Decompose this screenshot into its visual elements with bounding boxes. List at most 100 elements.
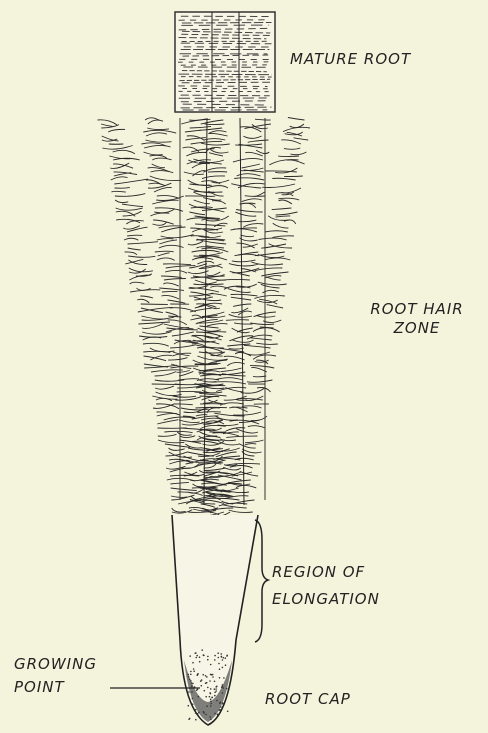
root-hair (273, 223, 289, 228)
root-hair (233, 229, 257, 232)
root-hair (196, 415, 208, 416)
root-hair (216, 452, 237, 457)
root-cap-stipple (192, 683, 194, 685)
root-hair (152, 158, 171, 160)
root-hair (245, 440, 264, 443)
root-hair (190, 308, 212, 312)
root-hair (199, 393, 226, 396)
root-hair (201, 418, 221, 420)
root-cap-stipple (209, 692, 211, 694)
root-cap-stipple (188, 691, 190, 693)
root-hair (111, 191, 126, 192)
root-hair (213, 433, 239, 436)
root-hair (115, 194, 145, 197)
root-hair (206, 352, 223, 357)
root-cap-stipple (189, 718, 191, 720)
root-cap-stipple (190, 671, 192, 673)
root-hair (168, 320, 187, 325)
growing-point-label: GROWING POINT (14, 655, 97, 697)
root-hair (179, 420, 200, 423)
root-hair (275, 168, 297, 173)
root-cap-stipple (201, 649, 203, 651)
root-cap-stipple (214, 655, 216, 657)
mature-root-block (175, 12, 275, 112)
root-hair (284, 220, 296, 224)
root-hair (288, 118, 305, 121)
root-cap-stipple (216, 686, 218, 688)
root-hair (144, 356, 167, 361)
root-hair (153, 222, 167, 226)
root-hair (129, 268, 153, 272)
root-hair (102, 146, 132, 150)
root-hair (170, 345, 196, 348)
root-hair (209, 498, 239, 500)
root-hair (240, 238, 258, 241)
root-hair (194, 191, 223, 192)
root-hair (114, 179, 148, 184)
root-hair (101, 124, 113, 126)
root-cap-stipple (222, 684, 224, 686)
root-hair (226, 320, 249, 321)
root-tip (172, 515, 258, 725)
root-cap-stipple (198, 696, 200, 698)
root-hair (157, 413, 177, 416)
root-cap-stipple (212, 697, 214, 699)
root-cap-stipple (217, 652, 219, 654)
root-hair (127, 235, 142, 236)
root-hair (124, 238, 138, 240)
root-cap-stipple (191, 685, 193, 687)
root-hair (254, 295, 285, 298)
root-cap-stipple (209, 680, 211, 682)
root-hair (98, 120, 117, 125)
root-hair (147, 128, 169, 130)
root-cap-stipple (209, 716, 211, 718)
root-hair (276, 212, 298, 215)
root-hair (182, 423, 204, 425)
root-hair (245, 196, 265, 197)
root-hair (155, 386, 174, 389)
root-hair (171, 496, 187, 497)
root-hair (161, 235, 194, 238)
root-hair-zone-line1: ROOT HAIR (352, 300, 482, 319)
root-hair (155, 372, 176, 376)
root-hair (146, 133, 167, 136)
root-cap-stipple (210, 703, 212, 705)
root-hair (113, 150, 135, 153)
root-hair (226, 463, 260, 465)
root-hair (265, 231, 288, 232)
root-hair (212, 201, 226, 204)
root-hair (284, 148, 300, 149)
root-hair (185, 444, 202, 448)
root-hair (235, 212, 256, 216)
root-cap-stipple (189, 655, 191, 657)
root-cap-stipple (192, 662, 194, 664)
root-hair (207, 324, 228, 327)
root-cap-stipple (214, 713, 216, 715)
root-hair (281, 140, 301, 144)
root-hair (190, 287, 220, 292)
root-hair (220, 403, 244, 406)
root-hair (164, 279, 186, 281)
root-cap-stipple (220, 706, 222, 708)
root-hair (201, 181, 220, 184)
root-cap-stipple (205, 675, 207, 677)
root-hair (223, 467, 241, 470)
root-hair (242, 164, 260, 168)
root-cap-stipple (210, 718, 212, 720)
root-hair (130, 282, 145, 284)
root-hair (241, 235, 255, 236)
root-hair (143, 337, 161, 340)
root-hair (202, 441, 224, 445)
root-hair (210, 286, 228, 288)
root-hair (201, 504, 215, 507)
root-cap-stipple (222, 702, 224, 704)
root-hair (215, 416, 238, 420)
root-hair (204, 468, 226, 471)
root-hair (172, 332, 194, 336)
root-hair (205, 124, 225, 125)
root-cap-stipple (202, 674, 204, 676)
root-hair (165, 270, 187, 273)
root-cap-stipple (195, 712, 197, 714)
root-cap-stipple (222, 692, 224, 694)
